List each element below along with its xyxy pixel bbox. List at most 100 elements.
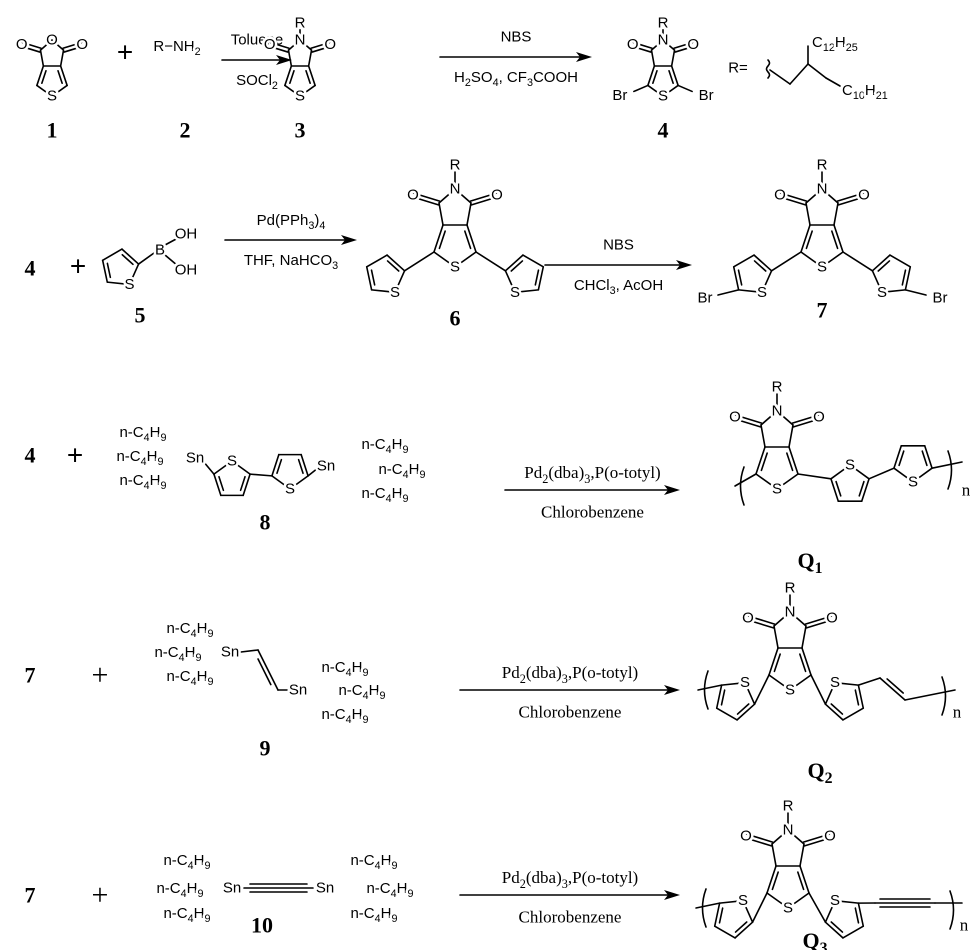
atom-o: O	[46, 32, 58, 49]
butyl-group: n-C4H9	[350, 905, 397, 926]
bromine-atom: Br	[612, 87, 627, 104]
bond	[810, 674, 827, 705]
plus-sign: +	[117, 37, 133, 68]
atom-r: R	[785, 580, 796, 597]
butyl-group: n-C4H9	[163, 905, 210, 926]
bond	[825, 77, 841, 87]
double-bond	[647, 65, 656, 87]
double-bond	[101, 259, 109, 283]
bond	[633, 84, 649, 93]
bond	[717, 289, 740, 296]
bond	[830, 464, 851, 480]
multi-bond	[411, 196, 440, 206]
atom-n: N	[817, 181, 828, 198]
double-bond	[801, 647, 812, 676]
butyl-group: n-C4H9	[361, 436, 408, 457]
reagent-label: Toluene	[231, 32, 284, 49]
bond	[771, 843, 777, 867]
double-bond	[857, 902, 865, 927]
bond	[106, 281, 131, 286]
multi-bond	[631, 45, 652, 53]
bond	[789, 611, 807, 627]
plus-sign: +	[67, 440, 83, 471]
double-bond-inner	[886, 678, 904, 694]
bond	[51, 39, 65, 51]
bond	[842, 925, 865, 939]
atom-s: S	[783, 900, 793, 917]
bond	[164, 254, 179, 267]
polymer-q1-label: Q1	[797, 548, 822, 578]
bond	[931, 461, 963, 469]
bracket-right	[947, 450, 953, 490]
bond	[821, 188, 839, 204]
atom-o: O	[826, 610, 838, 627]
reagent-label: NBS	[501, 29, 532, 46]
bond	[824, 899, 836, 923]
atom-r: R	[772, 379, 783, 396]
atom-n: N	[785, 604, 796, 621]
bond	[240, 649, 259, 653]
double-bond	[713, 902, 721, 927]
bond	[307, 49, 313, 67]
atom-o: O	[491, 187, 503, 204]
multi-bond	[62, 41, 83, 50]
plus-sign: +	[70, 251, 86, 282]
bond	[821, 251, 844, 268]
multi-bond	[779, 192, 808, 202]
double-bond-inner	[510, 260, 524, 272]
double-bond-inner	[877, 260, 891, 272]
butyl-group: n-C4H9	[163, 852, 210, 873]
bond	[857, 677, 881, 686]
bond	[771, 829, 789, 845]
double-bond	[830, 478, 840, 502]
multi-bond	[792, 418, 821, 428]
bond	[912, 467, 933, 483]
double-bond-inner	[786, 452, 794, 472]
butyl-group: n-C4H9	[366, 880, 413, 901]
multi-bond	[804, 615, 833, 625]
butyl-group: n-C4H9	[361, 485, 408, 506]
bond	[213, 460, 233, 475]
double-bond-inner	[218, 475, 225, 492]
atom-o: O	[687, 36, 699, 53]
double-bond-inner	[57, 69, 63, 85]
bond	[776, 410, 794, 426]
double-bond	[670, 65, 679, 87]
atom-s: S	[845, 457, 855, 474]
double-bond-inner	[386, 260, 400, 272]
atom-s: S	[738, 892, 748, 909]
multi-bond	[470, 196, 499, 206]
butyl-group: n-C4H9	[116, 448, 163, 469]
conditions-label: SOCl2	[236, 72, 278, 93]
double-bond	[732, 266, 740, 291]
multi-bond	[805, 619, 834, 629]
double-bond	[466, 224, 477, 253]
tin-atom: Sn	[316, 880, 334, 897]
double-bond-inner	[239, 475, 246, 492]
bond	[751, 892, 768, 923]
double-bond-inner	[276, 458, 283, 475]
reagent-label: Pd(PPh3)4	[257, 212, 326, 233]
polymer-q2-label: Q2	[807, 758, 832, 788]
double-bond	[59, 65, 68, 87]
double-bond	[121, 248, 140, 265]
conditions-label: THF, NaHCO3	[244, 252, 338, 273]
double-bond-inner	[921, 450, 928, 467]
bond	[824, 681, 836, 705]
compound-8-label: 8	[260, 510, 271, 535]
double-bond-inner	[799, 653, 807, 673]
bond	[842, 251, 874, 272]
double-bond-inner	[797, 871, 805, 891]
butyl-group: n-C4H9	[350, 852, 397, 873]
atom-s: S	[124, 276, 134, 293]
alkyl-c12-label: C12H25	[812, 34, 858, 55]
double-bond	[800, 224, 811, 253]
bond	[761, 270, 773, 294]
compound-2-label: 2	[180, 118, 191, 143]
arrow-head-icon	[276, 55, 292, 65]
tin-atom: Sn	[223, 880, 241, 897]
alkyl-c10-label: C10H21	[842, 82, 888, 103]
compound-6-label: 6	[450, 306, 461, 331]
bond	[650, 39, 664, 51]
bond	[904, 689, 956, 701]
